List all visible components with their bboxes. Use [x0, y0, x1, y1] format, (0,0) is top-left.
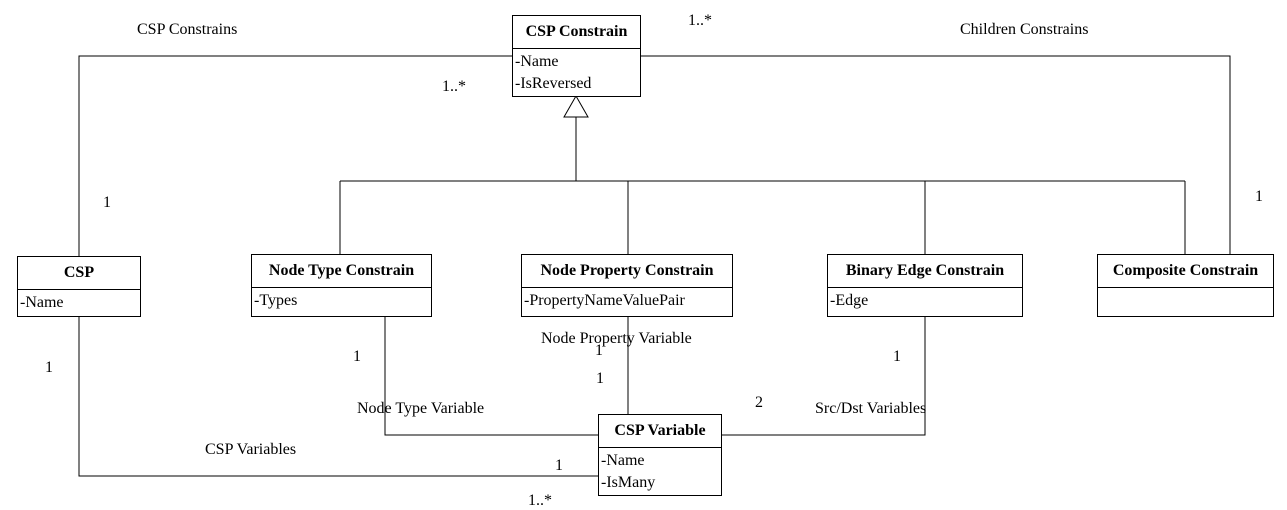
class-attributes: -Edge	[828, 288, 1022, 312]
attribute: -Edge	[830, 292, 869, 309]
attribute: -IsReversed	[515, 75, 592, 92]
multiplicity: 1	[555, 457, 563, 474]
class-node-type-constrain[interactable]: Node Type Constrain -Types	[251, 254, 432, 317]
association-label-src-dst-variables: Src/Dst Variables	[815, 400, 927, 417]
class-node-property-constrain[interactable]: Node Property Constrain -PropertyNameVal…	[521, 254, 733, 317]
association-label-csp-variables: CSP Variables	[205, 441, 297, 458]
class-attributes	[1098, 288, 1273, 290]
class-csp-constrain[interactable]: CSP Constrain -Name -IsReversed	[512, 15, 641, 97]
attribute: -Name	[601, 452, 645, 469]
class-name: CSP	[18, 257, 140, 290]
multiplicity: 1	[596, 370, 604, 387]
multiplicity: 1	[103, 194, 111, 211]
class-composite-constrain[interactable]: Composite Constrain	[1097, 254, 1274, 317]
generalization-arrowhead	[563, 94, 589, 118]
class-attributes: -Name	[18, 290, 140, 314]
assoc-node-type-variable-line	[384, 316, 598, 436]
association-label-node-property-variable: Node Property Variable	[541, 330, 692, 347]
association-label-children-constrains: Children Constrains	[960, 21, 1089, 38]
multiplicity: 1..*	[528, 492, 552, 509]
attribute: -PropertyNameValuePair	[524, 292, 685, 309]
attribute: -Name	[515, 53, 559, 70]
attribute: -Name	[20, 294, 64, 311]
class-name: Node Type Constrain	[252, 255, 431, 288]
multiplicity: 1	[353, 348, 361, 365]
class-name: CSP Variable	[599, 415, 721, 448]
attribute: -Types	[254, 292, 298, 309]
assoc-csp-constrains-line	[78, 55, 512, 256]
assoc-src-dst-variables-line	[722, 316, 926, 436]
assoc-csp-variables-line	[78, 316, 598, 477]
class-attributes: -Name -IsReversed	[513, 49, 640, 95]
class-attributes: -Types	[252, 288, 431, 312]
class-name: Composite Constrain	[1098, 255, 1273, 288]
multiplicity: 1	[1255, 188, 1263, 205]
multiplicity: 1..*	[688, 12, 712, 29]
class-attributes: -PropertyNameValuePair	[522, 288, 732, 312]
class-binary-edge-constrain[interactable]: Binary Edge Constrain -Edge	[827, 254, 1023, 317]
multiplicity: 1	[893, 348, 901, 365]
association-label-csp-constrains: CSP Constrains	[137, 21, 238, 38]
class-name: Binary Edge Constrain	[828, 255, 1022, 288]
class-csp[interactable]: CSP -Name	[17, 256, 141, 317]
multiplicity: 1..*	[442, 78, 466, 95]
class-attributes: -Name -IsMany	[599, 448, 721, 494]
attribute: -IsMany	[601, 474, 656, 491]
class-csp-variable[interactable]: CSP Variable -Name -IsMany	[598, 414, 722, 496]
class-name: CSP Constrain	[513, 16, 640, 49]
multiplicity: 1	[595, 342, 603, 359]
class-name: Node Property Constrain	[522, 255, 732, 288]
association-label-node-type-variable: Node Type Variable	[357, 400, 485, 417]
assoc-children-constrains-line	[640, 55, 1231, 256]
multiplicity: 2	[755, 394, 763, 411]
multiplicity: 1	[45, 359, 53, 376]
